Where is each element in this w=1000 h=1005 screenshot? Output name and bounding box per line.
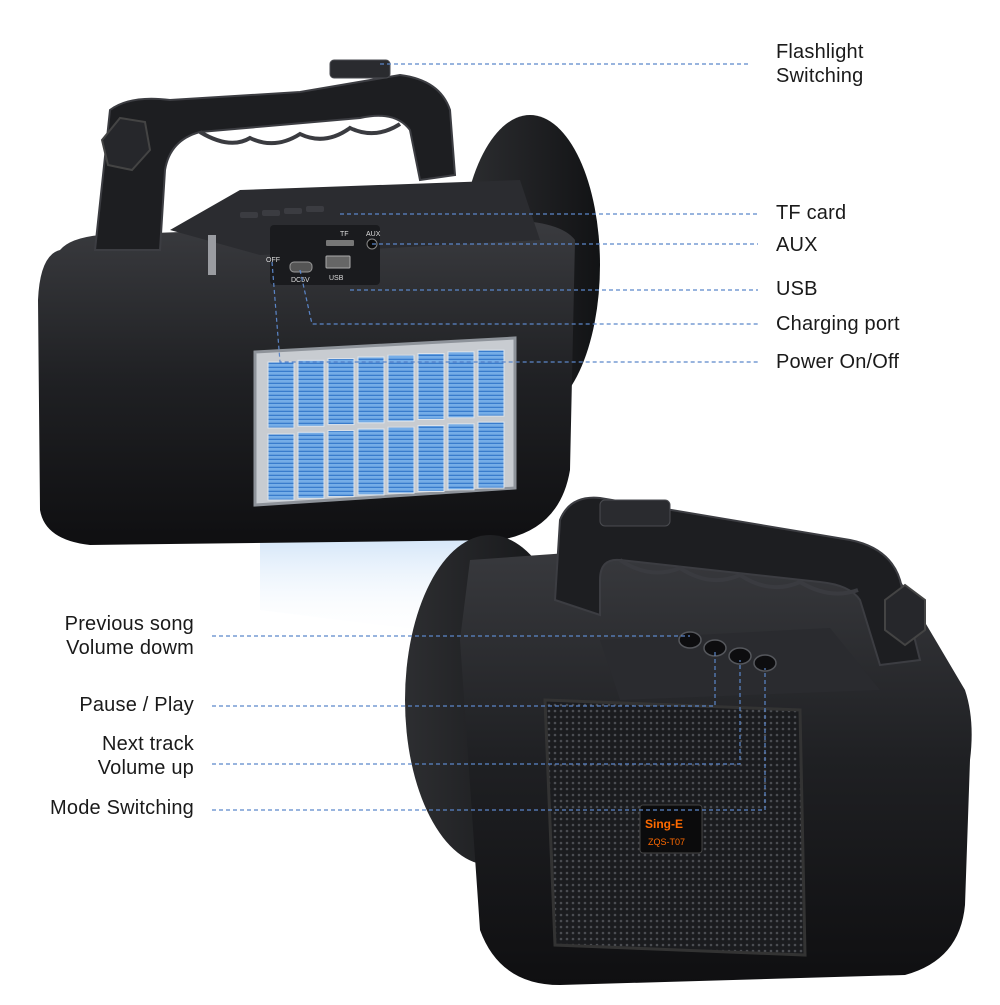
off-label: OFF (266, 257, 280, 264)
flashlight-switch-button (329, 59, 391, 79)
callout-line: Volume dowm (66, 637, 194, 659)
tf-label: TF (340, 231, 349, 238)
leader-line-pause-play (212, 650, 716, 707)
rear-handle-hex-knob (100, 116, 152, 172)
solar-cell (447, 423, 475, 491)
rear-handle (93, 73, 457, 251)
solar-cell (357, 356, 385, 424)
callout-line: Flashlight (776, 41, 864, 63)
leader-line-next-track (212, 660, 741, 765)
leader-line-power (271, 261, 758, 363)
front-handle (553, 496, 922, 667)
callout-line: Volume up (97, 757, 194, 779)
callout-pause-play: Pause / Play (79, 693, 194, 717)
dc5v-label: DC5V (291, 277, 310, 284)
callout-line: Next track (101, 733, 194, 755)
callout-charging-port: Charging port (776, 312, 900, 336)
solar-cell (297, 359, 325, 427)
usb-port-icon (325, 255, 351, 269)
callout-usb: USB (776, 277, 818, 301)
callout-power-on-off: Power On/Off (776, 350, 899, 374)
callout-next-track: Next track Volume up (98, 732, 194, 780)
leader-line-charging-port (299, 269, 758, 325)
callout-line: Power On/Off (776, 351, 900, 373)
callout-line: TF card (776, 202, 847, 224)
solar-cell (477, 349, 505, 417)
callout-line: Charging port (776, 313, 900, 335)
front-flashlight-button (599, 499, 671, 527)
leader-line-mode-switching (212, 668, 766, 811)
solar-cell (267, 433, 295, 501)
charging-port-icon (289, 261, 313, 273)
display-window (639, 804, 703, 854)
speaker-front-view: Sing-E ZQS-T07 (405, 496, 972, 985)
callout-line: AUX (776, 234, 818, 256)
usb-label: USB (329, 275, 344, 282)
solar-cell (387, 354, 415, 422)
callout-aux: AUX (776, 233, 818, 257)
aux-label: AUX (366, 231, 381, 238)
front-handle-hex-knob (884, 583, 926, 647)
solar-cell (357, 428, 385, 496)
solar-cell (387, 426, 415, 494)
callout-line: Pause / Play (79, 694, 194, 716)
callout-line: USB (776, 278, 818, 300)
brand-logo: Sing-E (645, 817, 683, 831)
callout-previous-song: Previous song Volume dowm (65, 612, 194, 660)
model-label: ZQS-T07 (648, 837, 685, 847)
leader-lines (212, 63, 766, 811)
solar-cell (297, 431, 325, 499)
antenna (208, 235, 216, 275)
solar-cell (417, 353, 445, 420)
solar-cell (267, 361, 295, 429)
solar-cell (477, 421, 505, 489)
solar-cell (327, 430, 355, 498)
callout-line: Mode Switching (50, 797, 194, 819)
rear-top-plate (170, 180, 540, 255)
solar-cell (447, 351, 475, 419)
control-buttons (678, 631, 777, 672)
callout-tf-card: TF card (776, 201, 846, 225)
callout-mode-switching: Mode Switching (50, 796, 194, 820)
callout-line: Previous song (64, 613, 194, 635)
port-panel (270, 225, 380, 285)
solar-panel (253, 336, 517, 507)
tf-slot-icon (326, 240, 354, 246)
callout-line: Switching (776, 65, 864, 87)
solar-cell (327, 358, 355, 426)
speaker-rear-view: OFF DC5V TF AUX USB (38, 59, 600, 640)
solar-cell (417, 425, 445, 492)
callout-flashlight-switching: Flashlight Switching (776, 40, 864, 88)
